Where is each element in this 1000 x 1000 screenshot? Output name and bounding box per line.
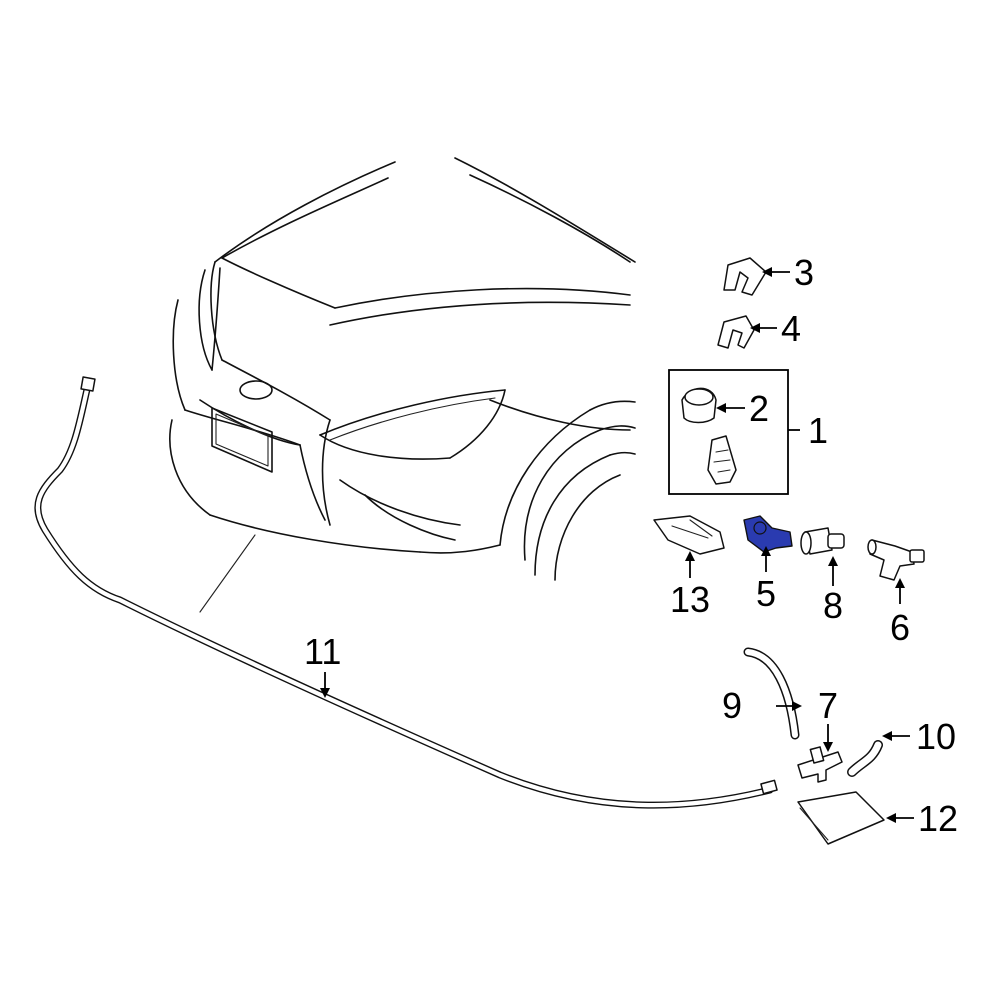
part-9-hose[interactable] bbox=[743, 647, 800, 740]
nozzle-body[interactable] bbox=[707, 435, 737, 485]
callout-3[interactable]: 3 bbox=[794, 252, 814, 293]
callout-7[interactable]: 7 bbox=[818, 685, 838, 726]
part-13-bracket[interactable] bbox=[653, 515, 725, 555]
callout-2[interactable]: 2 bbox=[749, 388, 769, 429]
part-6-check-valve[interactable] bbox=[867, 539, 925, 581]
callout-12[interactable]: 12 bbox=[918, 798, 958, 839]
callout-4[interactable]: 4 bbox=[781, 308, 801, 349]
callout-arrows bbox=[320, 267, 914, 823]
vehicle-front-outline bbox=[169, 157, 636, 613]
callout-11[interactable]: 11 bbox=[304, 631, 341, 672]
callout-13[interactable]: 13 bbox=[670, 579, 710, 620]
callout-6[interactable]: 6 bbox=[890, 607, 910, 648]
part-2-cap[interactable] bbox=[681, 387, 717, 424]
part-3-clip[interactable] bbox=[723, 257, 767, 296]
part-12-pad[interactable] bbox=[797, 791, 885, 845]
callout-10[interactable]: 10 bbox=[916, 716, 956, 757]
part-8-connector[interactable] bbox=[800, 527, 845, 555]
part-1-nozzle-assembly-box[interactable] bbox=[668, 369, 789, 495]
callout-5[interactable]: 5 bbox=[756, 573, 776, 614]
callout-9[interactable]: 9 bbox=[722, 685, 742, 726]
callout-labels: 3 4 2 1 13 5 8 6 11 9 7 10 12 bbox=[304, 252, 958, 839]
part-5-washer-pump[interactable] bbox=[743, 515, 793, 553]
part-4-clip[interactable] bbox=[717, 315, 755, 349]
callout-8[interactable]: 8 bbox=[823, 585, 843, 626]
part-7-tee-joint[interactable] bbox=[797, 746, 843, 783]
callout-1[interactable]: 1 bbox=[808, 410, 828, 451]
part-11-washer-hose[interactable] bbox=[34, 376, 778, 809]
part-10-elbow-hose[interactable] bbox=[847, 740, 883, 777]
